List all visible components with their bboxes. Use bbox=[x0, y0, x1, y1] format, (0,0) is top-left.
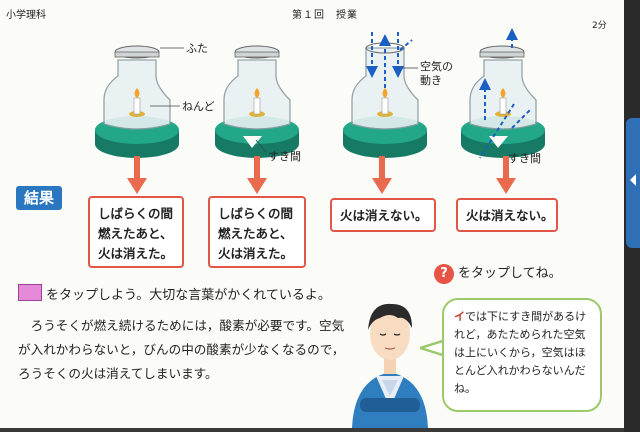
results-heading: 結果 bbox=[16, 186, 62, 210]
side-panel-tab[interactable] bbox=[626, 118, 640, 248]
hint-lead: イ bbox=[454, 310, 465, 323]
explanation-text: ろうそくが燃え続けるためには，酸素が必要です。空気が入れかわらないと，びんの中の… bbox=[18, 318, 345, 381]
candle-jar-icon bbox=[461, 45, 545, 158]
tap-instruction-text: をタップしよう。大切な言葉がかくれているよ。 bbox=[46, 288, 331, 303]
lesson-screen: 小学理科 第１回 授業 2分 bbox=[0, 0, 632, 428]
label-air-flow: 空気の 動き bbox=[420, 60, 453, 87]
candle-jar-icon bbox=[343, 42, 427, 158]
down-arrow-icon bbox=[372, 156, 392, 194]
down-arrow-icon bbox=[127, 156, 147, 194]
result-box-3: 火は消えない。 bbox=[330, 198, 436, 232]
candle-jar-icon bbox=[215, 45, 299, 158]
tap-instruction: をタップしよう。大切な言葉がかくれているよ。 bbox=[18, 284, 331, 303]
airflow-arrow-icon bbox=[366, 32, 413, 88]
label-lid: ふた bbox=[186, 42, 208, 55]
lesson-title: 第１回 授業 bbox=[292, 10, 358, 21]
leader-line bbox=[255, 139, 267, 153]
result-box-1: しばらくの間 燃えたあと、 火は消えた。 bbox=[88, 196, 184, 268]
subject-label: 小学理科 bbox=[6, 10, 46, 21]
hint-text: では下にすき間があるけれど，あたためられた空気は上にいくから，空気はほとんど入れ… bbox=[454, 310, 587, 395]
header-bar: 小学理科 第１回 授業 2分 bbox=[0, 0, 624, 31]
label-clay: ねんど bbox=[182, 100, 215, 113]
airflow-arrow-icon bbox=[479, 28, 531, 159]
boy-character-icon bbox=[352, 303, 428, 428]
question-icon[interactable]: ? bbox=[434, 264, 454, 284]
result-box-4: 火は消えない。 bbox=[456, 198, 558, 232]
experiment-diagrams bbox=[95, 28, 545, 159]
label-gap-right: すき間 bbox=[508, 152, 541, 165]
candle-jar-icon bbox=[95, 45, 179, 158]
sticky-note-icon[interactable] bbox=[18, 284, 42, 301]
hint-speech-bubble: イでは下にすき間があるけれど，あたためられた空気は上にいくから，空気はほとんど入… bbox=[442, 298, 602, 412]
down-arrow-icon bbox=[496, 156, 516, 194]
question-tap-text: をタップしてね。 bbox=[458, 266, 562, 281]
down-arrow-icon bbox=[247, 156, 267, 194]
label-gap-left: すき間 bbox=[268, 150, 301, 163]
result-box-2: しばらくの間 燃えたあと、 火は消えた。 bbox=[208, 196, 306, 268]
duration-label: 2分 bbox=[592, 21, 607, 31]
question-tap-instruction: ? をタップしてね。 bbox=[434, 262, 562, 284]
